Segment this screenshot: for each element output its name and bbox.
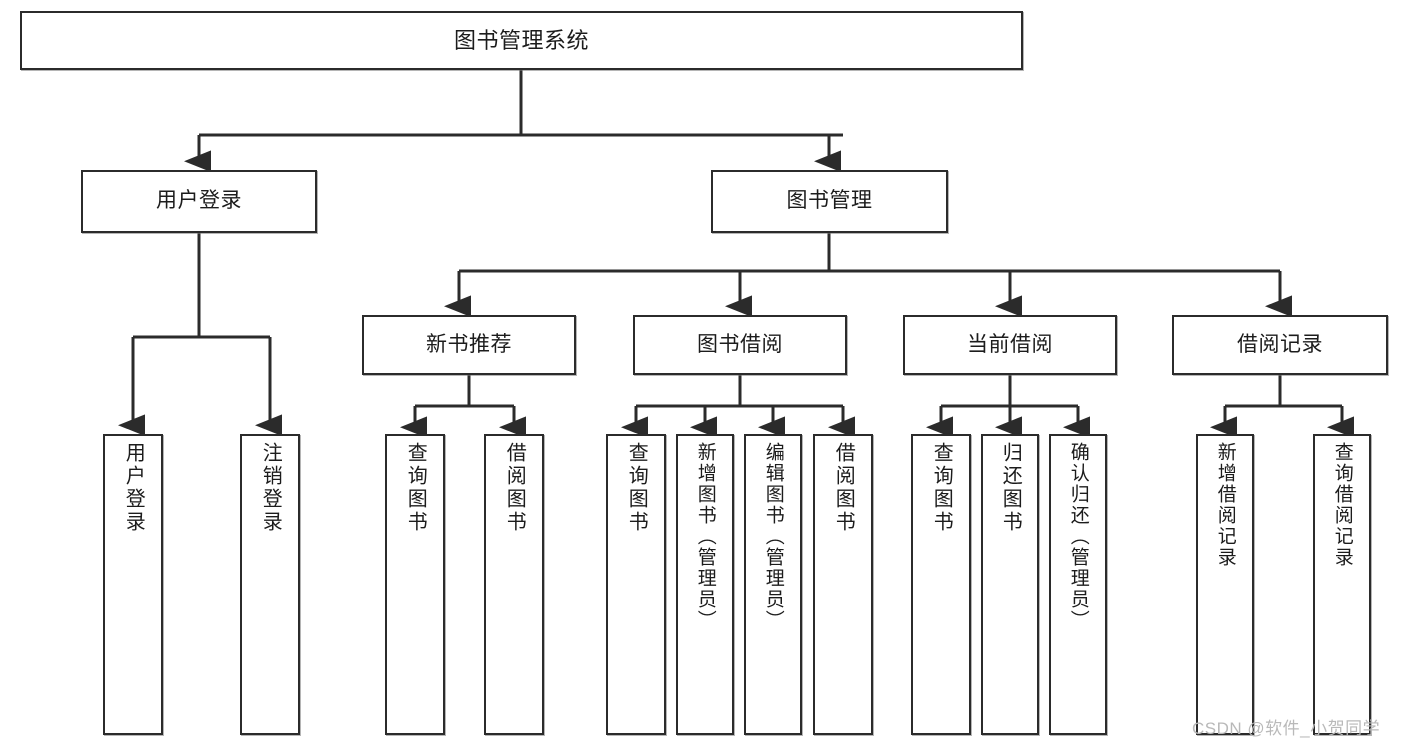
node-label: 用户登录 <box>156 189 242 213</box>
node-label: 借阅图书 <box>832 442 855 534</box>
node-label: 当前借阅 <box>967 332 1053 356</box>
leaf-add-book[interactable]: 新增图书（管理员） <box>676 434 734 735</box>
leaf-query-book-recommend[interactable]: 查询图书 <box>385 434 445 735</box>
node-new-book-recommend[interactable]: 新书推荐 <box>362 315 576 375</box>
node-label: 图书借阅 <box>697 332 783 356</box>
node-label: 借阅记录 <box>1237 332 1323 356</box>
leaf-query-book-current[interactable]: 查询图书 <box>911 434 971 735</box>
node-label: 图书管理 <box>786 189 873 213</box>
leaf-edit-book[interactable]: 编辑图书（管理员） <box>744 434 802 735</box>
leaf-borrow-book[interactable]: 借阅图书 <box>813 434 873 735</box>
node-user-login[interactable]: 用户登录 <box>81 170 317 233</box>
leaf-return-book[interactable]: 归还图书 <box>981 434 1039 735</box>
node-label: 新增借阅记录 <box>1214 442 1236 568</box>
node-label: 编辑图书（管理员） <box>762 442 784 631</box>
node-book-management[interactable]: 图书管理 <box>711 170 948 233</box>
node-borrow-record[interactable]: 借阅记录 <box>1172 315 1388 375</box>
node-label: 查询图书 <box>404 442 427 534</box>
node-label: 查询图书 <box>930 442 953 534</box>
node-label: 借阅图书 <box>503 442 526 534</box>
leaf-logout[interactable]: 注销登录 <box>240 434 300 735</box>
node-label: 查询借阅记录 <box>1331 442 1353 568</box>
node-label: 归还图书 <box>999 442 1022 534</box>
node-root-system[interactable]: 图书管理系统 <box>20 11 1023 70</box>
node-label: 新增图书（管理员） <box>694 442 716 631</box>
node-current-borrow[interactable]: 当前借阅 <box>903 315 1117 375</box>
leaf-confirm-return[interactable]: 确认归还（管理员） <box>1049 434 1107 735</box>
node-label: 图书管理系统 <box>453 27 589 53</box>
leaf-query-borrow-record[interactable]: 查询借阅记录 <box>1313 434 1371 735</box>
node-label: 用户登录 <box>122 442 145 534</box>
node-label: 查询图书 <box>625 442 648 534</box>
node-label: 确认归还（管理员） <box>1067 442 1089 631</box>
csdn-watermark: CSDN @软件_小贺同学 <box>1192 719 1381 738</box>
leaf-query-book-borrow[interactable]: 查询图书 <box>606 434 666 735</box>
leaf-user-login[interactable]: 用户登录 <box>103 434 163 735</box>
node-label: 注销登录 <box>259 442 282 534</box>
node-book-borrow[interactable]: 图书借阅 <box>633 315 847 375</box>
leaf-borrow-book-recommend[interactable]: 借阅图书 <box>484 434 544 735</box>
node-label: 新书推荐 <box>426 332 512 356</box>
leaf-add-borrow-record[interactable]: 新增借阅记录 <box>1196 434 1254 735</box>
